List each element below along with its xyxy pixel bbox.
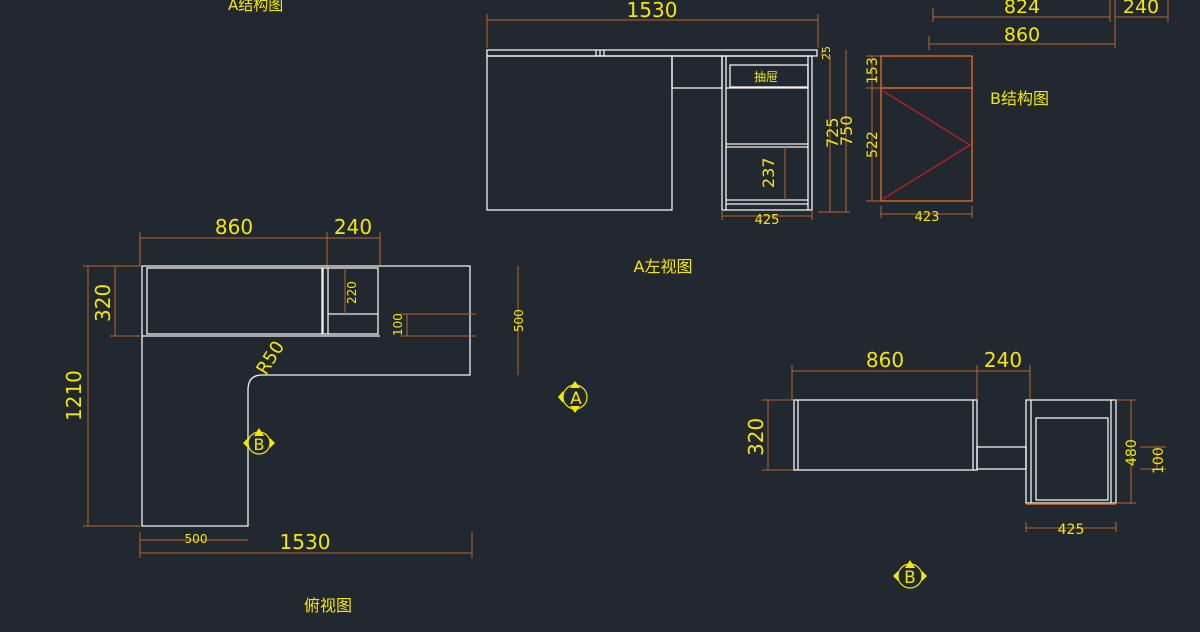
b-structure-outline — [880, 55, 973, 202]
a-left-view: 1530 抽屉 237 25 725 750 — [486, 0, 856, 276]
dim-1530-label: 1530 — [627, 0, 678, 22]
top-view: 860 240 1210 320 220 100 500 R50 500 — [62, 215, 526, 615]
upper-cabinet — [322, 267, 379, 335]
b-plan-drawer — [1035, 417, 1109, 501]
cabinet-outline — [721, 55, 813, 211]
b-plan-desk — [793, 399, 978, 471]
upper-shelf-section — [146, 267, 323, 335]
b-structure-title: B结构图 — [990, 89, 1049, 108]
dim-860-label: 860 — [866, 348, 904, 372]
drawer-label: 抽屉 — [754, 70, 778, 84]
dim-153-label: 153 — [865, 57, 881, 84]
marker-a-label: A — [570, 389, 582, 409]
desk-l-outline — [141, 265, 471, 527]
dim-750-label: 750 — [837, 115, 856, 146]
dim-100-label: 100 — [1151, 447, 1167, 474]
b-structure: 824 240 860 153 522 423 B结构图 — [865, 0, 1169, 225]
section-marker-b: B — [243, 428, 275, 455]
dim-1530-label: 1530 — [280, 530, 331, 554]
section-marker-a: A — [558, 381, 588, 413]
a-left-view-title: A左视图 — [634, 257, 693, 276]
dim-860-label: 860 — [1004, 24, 1040, 46]
dim-237-label: 237 — [759, 157, 778, 188]
dim-423-label: 423 — [915, 210, 940, 225]
dim-500-bottom-label: 500 — [185, 532, 208, 546]
dim-320-label: 320 — [744, 418, 768, 456]
dim-425-label: 425 — [1058, 522, 1085, 538]
dim-25-label: 25 — [820, 46, 833, 60]
drawer-front — [729, 64, 809, 88]
dim-522-label: 522 — [865, 131, 881, 158]
dim-824-label: 824 — [1004, 0, 1040, 18]
dim-725-label: 725 — [823, 117, 842, 148]
dim-240-label: 240 — [984, 348, 1022, 372]
upper-gap-box — [671, 55, 723, 89]
desk-side-panel — [486, 55, 673, 211]
marker-b-label: B — [254, 435, 265, 454]
dim-500-right-label: 500 — [512, 309, 526, 332]
b-structure-diagonal — [882, 90, 972, 200]
dim-860-label: 860 — [215, 215, 253, 239]
dim-320-label: 320 — [91, 284, 115, 322]
dim-100-label: 100 — [391, 313, 405, 336]
top-view-title: 俯视图 — [304, 596, 352, 615]
dim-1210-label: 1210 — [62, 370, 86, 421]
dim-220-label: 220 — [345, 281, 359, 304]
dim-480-label: 480 — [1124, 439, 1140, 466]
dim-240-label: 240 — [334, 215, 372, 239]
dim-240-label: 240 — [1123, 0, 1159, 18]
dim-425-label: 425 — [755, 213, 780, 228]
a-structure-title: A结构图 — [228, 0, 283, 14]
b-plan: 860 240 320 480 100 425 B — [744, 348, 1167, 589]
desk-top-slab — [486, 49, 818, 57]
b-plan-cabinet — [1025, 399, 1117, 504]
section-marker-b-bottom: B — [893, 560, 927, 589]
marker-b-bottom-label: B — [904, 568, 916, 588]
b-plan-connector — [976, 446, 1027, 470]
dim-r50-label: R50 — [252, 337, 289, 378]
